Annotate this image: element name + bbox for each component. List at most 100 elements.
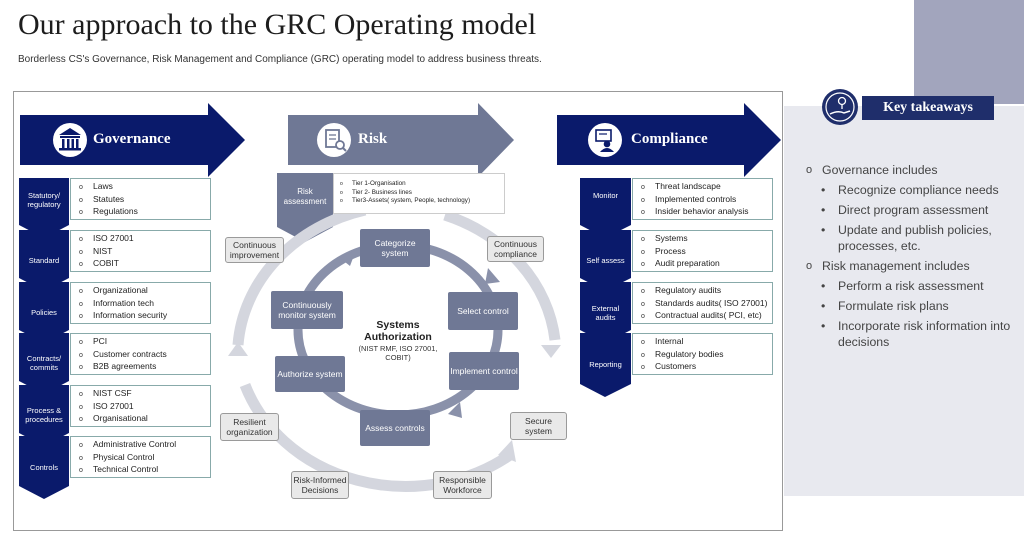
outer-arrowhead-bottom: [498, 440, 516, 462]
list-item: Physical Control: [79, 452, 210, 465]
list-item: Contractual audits( PCI, etc): [641, 310, 772, 323]
outer-arrowhead-right: [541, 345, 561, 358]
building-columns-icon: [53, 123, 87, 157]
cycle-continuously-monitor: Continuously monitor system: [271, 291, 343, 329]
takeaways-title: Key takeaways: [862, 96, 994, 120]
gov-row-label-4: Contracts/ commits: [26, 353, 62, 372]
gov-row-label-3: Policies: [31, 308, 57, 318]
outer-arrowhead-left: [228, 342, 248, 356]
list-item: Standards audits( ISO 27001): [641, 298, 772, 311]
list-item: Regulations: [79, 206, 210, 219]
list-item: Organisational: [79, 413, 210, 426]
compliance-title: Compliance: [631, 131, 708, 147]
list-item: NIST: [79, 246, 210, 259]
list-item: Organizational: [79, 285, 210, 298]
governance-header-arrow: [20, 103, 245, 177]
takeaway-item: Update and publish policies, processes, …: [806, 222, 1018, 254]
comp-chevron-3: [580, 282, 631, 343]
list-item: PCI: [79, 336, 210, 349]
document-search-icon: [317, 123, 351, 157]
list-item: Information security: [79, 310, 210, 323]
takeaway-item: Incorporate risk information into decisi…: [806, 318, 1018, 350]
gov-chevron-3: [19, 282, 69, 343]
gov-row-box-6: Administrative Control Physical Control …: [70, 436, 211, 478]
outer-resilient-organization: Resilient organization: [220, 413, 279, 441]
page-title: Our approach to the GRC Operating model: [18, 8, 537, 41]
compliance-header-arrow: [557, 103, 781, 177]
comp-row-label-2: Self assess: [586, 256, 625, 266]
list-item: Systems: [641, 233, 772, 246]
hand-lightbulb-icon: [822, 89, 858, 125]
inner-arrowhead-right: [485, 268, 500, 284]
list-item: ISO 27001: [79, 233, 210, 246]
comp-row-label-1: Monitor: [592, 191, 618, 201]
inner-arrowhead-top: [340, 250, 356, 266]
systems-authorization-title: Systems Authorization: [364, 319, 432, 344]
list-item: NIST CSF: [79, 388, 210, 401]
takeaway-risk: Risk management includes: [806, 258, 1018, 274]
gov-row-box-1: Laws Statutes Regulations: [70, 178, 211, 220]
outer-secure-system: Secure system: [510, 412, 567, 440]
list-item: ISO 27001: [79, 401, 210, 414]
outer-continuous-improvement: Continuous improvement: [225, 237, 284, 263]
person-certificate-icon: [588, 123, 622, 157]
list-item: Implemented controls: [641, 194, 772, 207]
page-subtitle: Borderless CS's Governance, Risk Managem…: [18, 54, 542, 65]
list-item: Technical Control: [79, 464, 210, 477]
list-item: Information tech: [79, 298, 210, 311]
corner-accent: [914, 0, 1024, 104]
risk-assessment-label: Risk assessment: [283, 187, 327, 206]
gov-chevron-1: [19, 178, 69, 238]
gov-row-label-5: Process & procedures: [25, 405, 63, 424]
list-item: Tier 1-Organisation: [340, 180, 504, 189]
takeaway-governance: Governance includes: [806, 162, 1018, 178]
takeaway-item: Recognize compliance needs: [806, 182, 1018, 198]
cycle-implement-control: Implement control: [449, 352, 519, 390]
list-item: COBIT: [79, 258, 210, 271]
comp-row-box-2: Systems Process Audit preparation: [632, 230, 773, 272]
takeaways-list: Governance includes Recognize compliance…: [806, 162, 1018, 354]
systems-authorization-subtitle: (NIST RMF, ISO 27001, COBIT): [358, 344, 438, 362]
gov-row-label-2: Standard: [28, 256, 60, 266]
list-item: Insider behavior analysis: [641, 206, 772, 219]
takeaway-item: Formulate risk plans: [806, 298, 1018, 314]
comp-row-label-4: Reporting: [589, 360, 622, 370]
cycle-authorize-system: Authorize system: [275, 356, 345, 392]
gov-row-box-5: NIST CSF ISO 27001 Organisational: [70, 385, 211, 427]
inner-arrowhead-bottom: [448, 402, 462, 418]
gov-chevron-2: [19, 230, 69, 291]
gov-row-box-3: Organizational Information tech Informat…: [70, 282, 211, 324]
list-item: Internal: [641, 336, 772, 349]
list-item: Tier3-Assets( system, People, technology…: [340, 197, 504, 206]
cycle-categorize-system: Categorize system: [360, 229, 430, 267]
list-item: Audit preparation: [641, 258, 772, 271]
takeaway-item: Direct program assessment: [806, 202, 1018, 218]
list-item: Regulatory bodies: [641, 349, 772, 362]
list-item: B2B agreements: [79, 361, 210, 374]
cycle-select-control: Select control: [448, 292, 518, 330]
list-item: Customers: [641, 361, 772, 374]
list-item: Statutes: [79, 194, 210, 207]
gov-row-box-2: ISO 27001 NIST COBIT: [70, 230, 211, 272]
takeaway-item: Perform a risk assessment: [806, 278, 1018, 294]
outer-risk-informed-decisions: Risk-Informed Decisions: [291, 471, 349, 499]
list-item: Threat landscape: [641, 181, 772, 194]
gov-row-box-4: PCI Customer contracts B2B agreements: [70, 333, 211, 375]
comp-chevron-1: [580, 178, 631, 238]
gov-chevron-6: [19, 436, 69, 499]
list-item: Tier 2- Business lines: [340, 189, 504, 198]
governance-title: Governance: [93, 131, 171, 147]
risk-assessment-box: Tier 1-Organisation Tier 2- Business lin…: [333, 173, 505, 214]
list-item: Customer contracts: [79, 349, 210, 362]
outer-responsible-workforce: Responsible Workforce: [433, 471, 492, 499]
risk-title: Risk: [358, 131, 388, 147]
gov-chevron-5: [19, 385, 69, 446]
list-item: Process: [641, 246, 772, 259]
cycle-assess-controls: Assess controls: [360, 410, 430, 446]
gov-row-label-6: Controls: [30, 463, 58, 473]
list-item: Laws: [79, 181, 210, 194]
comp-chevron-4: [580, 333, 631, 397]
comp-row-label-3: External audits: [591, 303, 620, 322]
comp-row-box-1: Threat landscape Implemented controls In…: [632, 178, 773, 220]
